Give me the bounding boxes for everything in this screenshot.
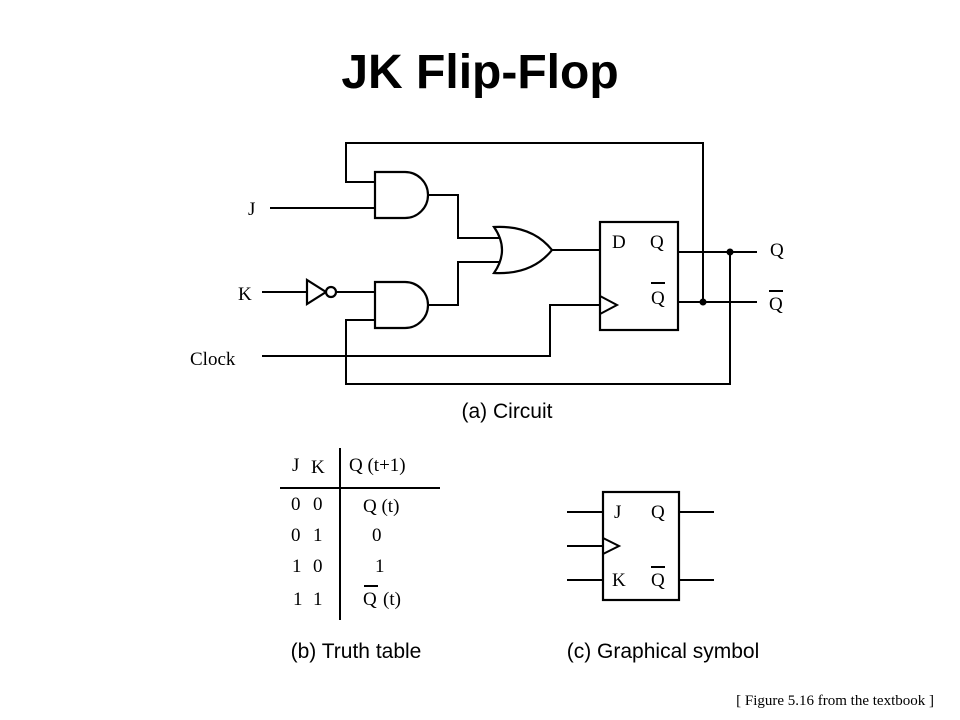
qbar-junction-dot — [699, 298, 707, 306]
symbol-q-label: Q — [651, 502, 665, 523]
truth-row-4-next-t: (t) — [383, 589, 401, 610]
and-gate-upper — [373, 170, 430, 220]
clock-wire — [262, 304, 600, 357]
symbol-box — [601, 490, 681, 602]
or-gate — [491, 225, 554, 275]
truth-row-2-k: 1 — [313, 525, 323, 546]
symbol-j-label: J — [614, 502, 621, 523]
truth-row-4-next-q: Q — [363, 589, 377, 610]
jk-graphical-symbol: J K Q Q (c) Graphical symbol — [567, 490, 760, 663]
truth-row-3-next: 1 — [375, 556, 385, 577]
q-feedback-wire — [345, 142, 704, 302]
table-row: 1 0 1 — [292, 556, 385, 577]
truth-row-4-k: 1 — [313, 589, 323, 610]
figure-source-note: [ Figure 5.16 from the textbook ] — [736, 693, 934, 709]
truth-table-caption: (b) Truth table — [291, 640, 422, 663]
input-k-label: K — [238, 284, 252, 305]
truth-header-j: J — [292, 455, 299, 476]
truth-row-4-j: 1 — [293, 589, 303, 610]
output-qbar-label: Q — [769, 294, 783, 315]
truth-row-1-next: Q (t) — [363, 496, 399, 517]
table-row: 1 1 Q (t) — [293, 585, 401, 610]
truth-row-3-k: 0 — [313, 556, 323, 577]
truth-row-1-k: 0 — [313, 494, 323, 515]
page-title: JK Flip-Flop — [341, 46, 618, 99]
dff-qbar-label: Q — [651, 288, 665, 309]
truth-row-2-j: 0 — [291, 525, 301, 546]
symbol-clock-marker — [602, 537, 622, 555]
symbol-caption: (c) Graphical symbol — [567, 640, 760, 663]
circuit-diagram: J K Clock D — [190, 142, 784, 423]
truth-row-1-j: 0 — [291, 494, 301, 515]
q-junction-dot — [726, 248, 734, 256]
symbol-k-label: K — [612, 570, 626, 591]
and-upper-output-wire — [428, 194, 500, 239]
clock-label: Clock — [190, 349, 236, 370]
truth-header-next: Q (t+1) — [349, 455, 406, 476]
truth-row-2-next: 0 — [372, 525, 382, 546]
output-q-label: Q — [770, 240, 784, 261]
qbar-feedback-wire — [345, 252, 731, 385]
dff-q-label: Q — [650, 232, 664, 253]
and-gate-lower — [373, 280, 430, 330]
d-flip-flop: D Q Q — [598, 220, 680, 332]
dff-d-label: D — [612, 232, 626, 253]
truth-header-k: K — [311, 457, 325, 478]
k-inverter — [305, 278, 338, 306]
and-lower-output-wire — [428, 261, 500, 306]
symbol-qbar-label: Q — [651, 570, 665, 591]
table-row: 0 0 Q (t) — [291, 494, 399, 517]
circuit-caption: (a) Circuit — [461, 400, 552, 423]
table-row: 0 1 0 — [291, 525, 382, 546]
truth-table: J K Q (t+1) 0 0 Q (t) 0 1 0 1 0 1 1 1 Q — [280, 448, 440, 663]
input-j-label: J — [248, 199, 255, 220]
truth-row-3-j: 1 — [292, 556, 302, 577]
